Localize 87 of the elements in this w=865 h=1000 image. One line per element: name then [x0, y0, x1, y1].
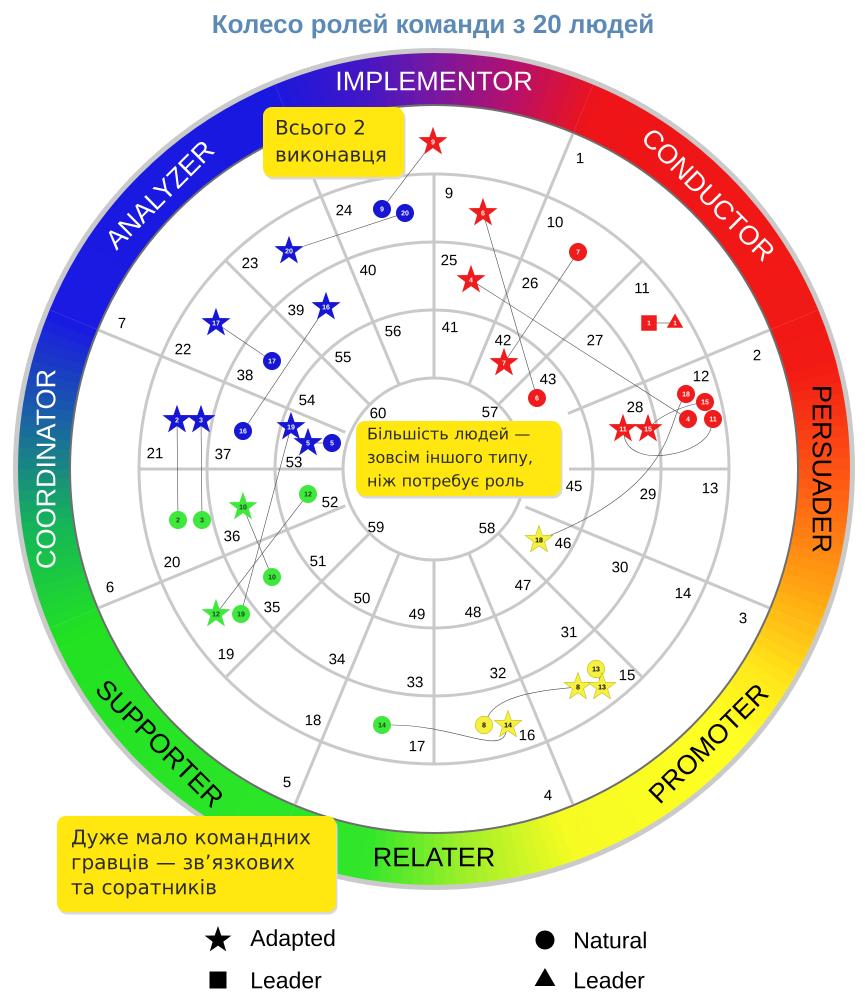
cell-number: 17: [410, 740, 425, 752]
cell-number: 53: [286, 456, 302, 468]
legend-label: Leader: [575, 972, 644, 988]
cell-number: 2: [754, 350, 760, 360]
cell-number: 5: [283, 776, 291, 788]
cell-number: 35: [264, 602, 280, 612]
cell-number: 7: [118, 318, 126, 328]
cell-number: 33: [407, 676, 423, 688]
cell-number: 20: [164, 556, 180, 568]
cell-number: 48: [465, 606, 481, 618]
connector-line: [624, 427, 712, 456]
cell-number: 41: [442, 322, 458, 332]
cell-number: 12: [694, 370, 709, 382]
role-name: RELATER: [374, 848, 494, 866]
connector-line: [387, 153, 425, 202]
cell-number: 30: [612, 562, 628, 572]
cell-number: 38: [237, 370, 253, 380]
cell-number: 15: [620, 670, 635, 680]
cell-number: 10: [548, 216, 563, 228]
legend-label: Leader: [252, 972, 322, 988]
cell-number: 37: [215, 448, 231, 460]
connector-line: [243, 434, 290, 606]
cell-number: 40: [360, 264, 376, 276]
cell-number: 43: [540, 374, 556, 384]
connector-line: [656, 322, 670, 324]
role-name: COORDINATOR: [36, 370, 56, 568]
cell-number: 57: [482, 406, 498, 418]
cell-number: 46: [555, 538, 571, 548]
cell-number: 49: [409, 608, 425, 620]
role-name: PERSUADER: [812, 387, 832, 552]
connector-line: [484, 220, 535, 390]
connector-line: [246, 515, 269, 569]
cell-number: 11: [635, 282, 650, 294]
connector-line: [303, 215, 397, 247]
cell-number: 32: [490, 668, 506, 678]
cell-number: 25: [441, 254, 457, 266]
cell-number: 21: [147, 448, 163, 458]
connector-line: [550, 401, 682, 536]
cell-number: 4: [544, 790, 552, 800]
title: Колесо ролей команди з 20 людей: [214, 14, 652, 38]
cell-number: 28: [627, 402, 643, 412]
connector-line: [507, 259, 574, 358]
cell-number: 27: [587, 334, 603, 346]
connector-line: [477, 284, 681, 414]
cell-number: 39: [288, 304, 304, 316]
callout-box: Дуже мало командних гравців — зв’язкових та соратників: [57, 816, 338, 914]
cell-number: 56: [385, 326, 401, 336]
cell-number: 60: [370, 408, 386, 418]
cell-number: 59: [368, 522, 384, 532]
cell-number: 52: [322, 496, 338, 508]
connector-line: [598, 677, 600, 680]
cell-number: 16: [520, 730, 535, 740]
cell-number: 3: [739, 612, 747, 624]
cell-number: 6: [106, 582, 114, 592]
connector-line: [222, 327, 265, 356]
cell-number: 47: [515, 580, 531, 590]
connector-line: [316, 442, 324, 444]
callout-box: Більшість людей — зовсім іншого типу, ніж потребує роль: [356, 421, 562, 498]
cell-number: 22: [175, 344, 191, 354]
cell-number: 31: [561, 626, 577, 638]
cell-number: 54: [299, 394, 315, 406]
cell-number: 50: [354, 592, 370, 604]
cell-number: 23: [242, 258, 258, 268]
cell-number: 45: [566, 480, 582, 492]
cell-number: 18: [306, 714, 321, 726]
role-name: IMPLEMENTOR: [338, 71, 532, 91]
legend-label: Adapted: [250, 929, 334, 951]
cell-number: 34: [329, 654, 345, 664]
legend-label: Natural: [575, 932, 646, 948]
connector-line: [652, 403, 696, 424]
cell-number: 1: [576, 152, 584, 164]
connector-line: [390, 724, 506, 742]
cell-number: 51: [310, 556, 326, 566]
cell-number: 14: [676, 588, 691, 598]
cell-number: 24: [336, 204, 352, 216]
cell-number: 26: [522, 278, 538, 288]
cell-number: 58: [479, 522, 495, 534]
connector-line: [488, 687, 571, 718]
cell-number: 36: [224, 530, 240, 542]
cell-number: 29: [640, 488, 656, 500]
cell-number: 19: [218, 648, 234, 660]
cell-number: 13: [702, 482, 718, 494]
connector-line: [248, 318, 319, 424]
cell-number: 9: [446, 188, 452, 198]
callout-box: Всього 2 виконавця: [263, 107, 406, 180]
cell-number: 55: [335, 352, 351, 362]
cell-number: 42: [495, 334, 511, 346]
